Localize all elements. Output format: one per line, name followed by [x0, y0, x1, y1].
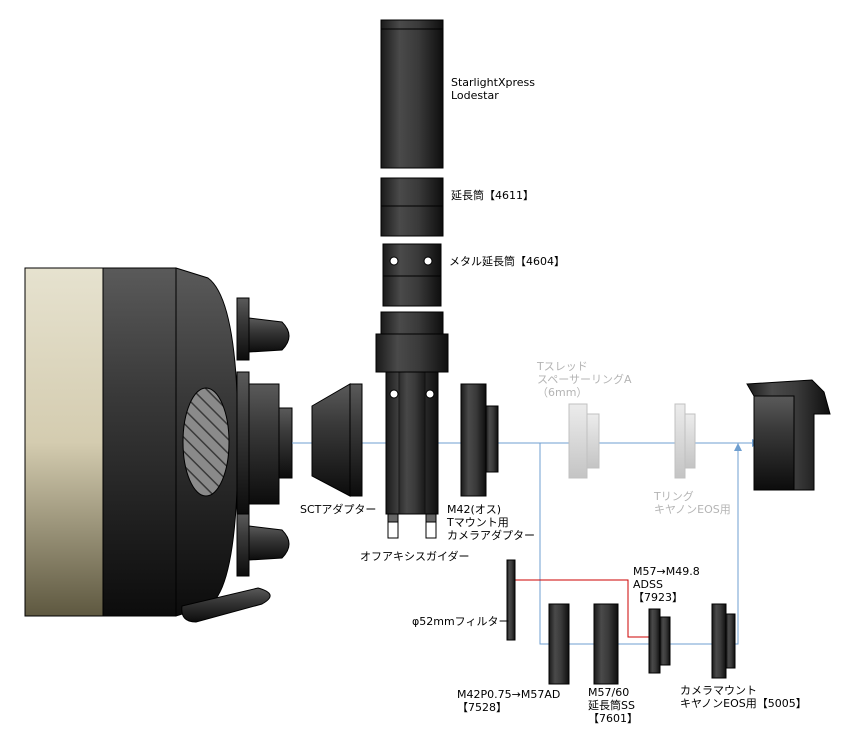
- m42-camera-adapter: [460, 383, 499, 497]
- m57-extension-tube-ss: [593, 603, 619, 685]
- t-ring-faded: [674, 403, 696, 479]
- label-extension-4611: 延長筒【4611】: [451, 189, 534, 202]
- label-lodestar: StarlightXpress Lodestar: [451, 76, 535, 102]
- m42-m57-adapter: [548, 603, 570, 685]
- lodestar-camera: [380, 19, 444, 169]
- camera-mount-eos: [711, 603, 736, 679]
- label-adss: M57→M49.8 ADSS 【7923】: [633, 565, 700, 604]
- off-axis-guider: [375, 311, 449, 539]
- label-metal-extension: メタル延長筒【4604】: [449, 255, 565, 268]
- label-t-ring: Tリング キヤノンEOS用: [654, 490, 731, 516]
- adss-adapter: [648, 608, 671, 674]
- canon-eos-camera: [746, 379, 831, 491]
- extension-tube-4611: [380, 177, 444, 237]
- label-m42-m57: M42P0.75→M57AD 【7528】: [457, 688, 561, 714]
- filter-alt-path: [512, 579, 650, 638]
- label-filter-52: φ52mmフィルター: [412, 615, 510, 628]
- label-t-thread-spacer: Tスレッド スペーサーリングA （6mm）: [537, 360, 632, 399]
- label-sct-adapter: SCTアダプター: [300, 503, 377, 516]
- sct-adapter: [311, 383, 363, 497]
- t-thread-spacer-faded: [568, 403, 600, 479]
- metal-extension-tube: [382, 243, 442, 307]
- filter-52mm: [506, 559, 516, 641]
- telescope-body: [24, 267, 293, 623]
- label-camera-mount: カメラマウント キヤノンEOS用【5005】: [680, 684, 807, 710]
- label-m42-adapter: M42(オス) Tマウント用 カメラアダプター: [447, 503, 535, 542]
- label-m57-ext-ss: M57/60 延長筒SS 【7601】: [588, 686, 638, 725]
- label-off-axis-guider: オフアキシスガイダー: [360, 550, 470, 563]
